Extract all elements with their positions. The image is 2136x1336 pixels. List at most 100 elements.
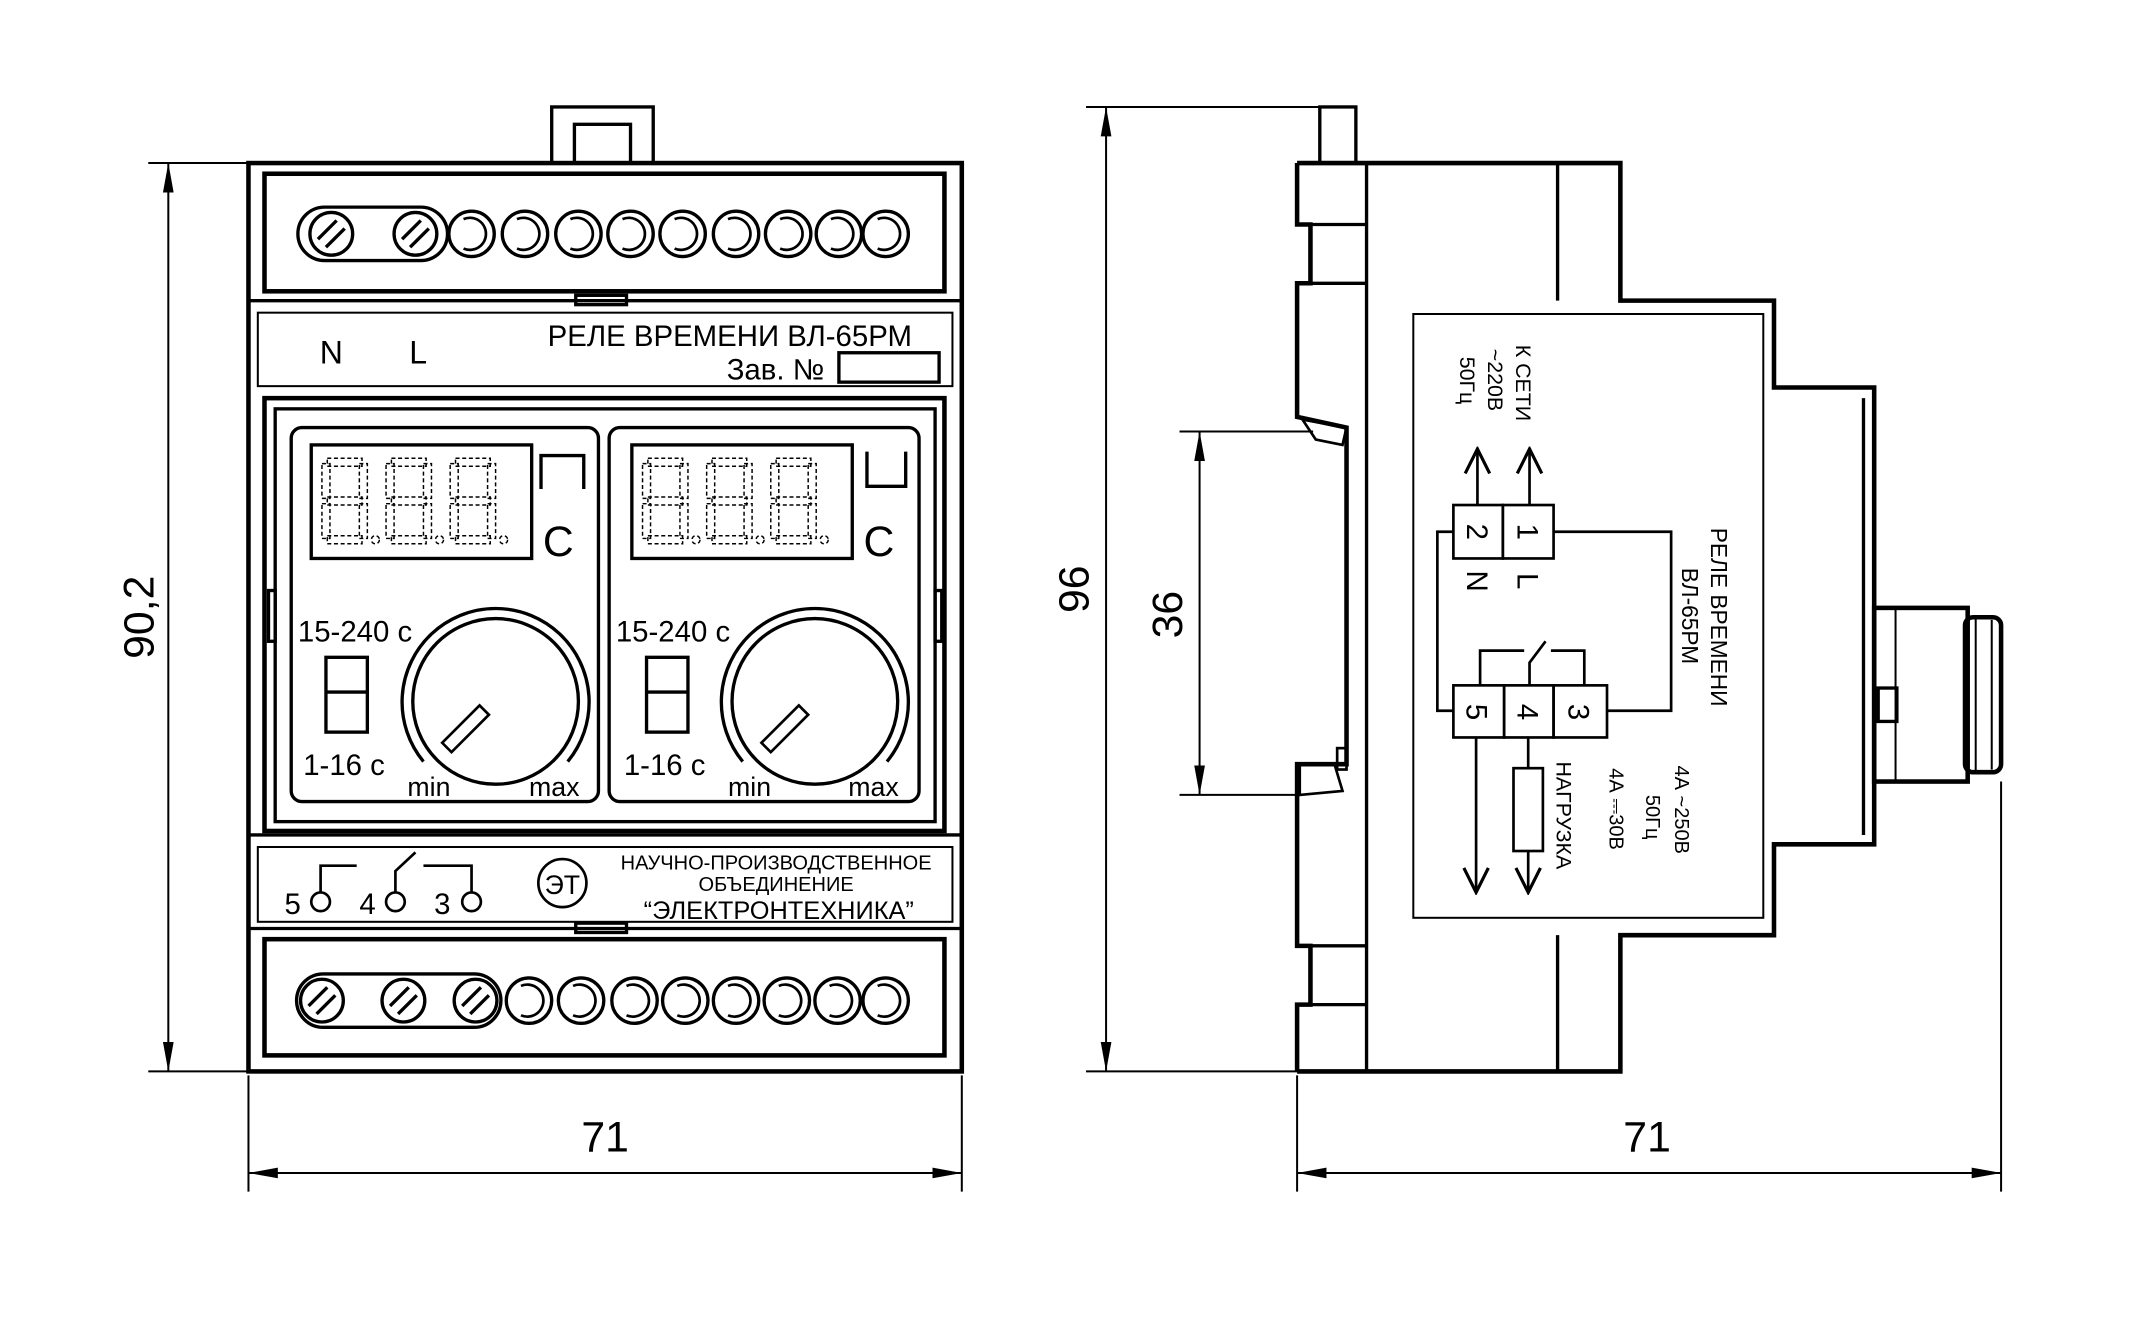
screw-head [392, 210, 439, 257]
display-segment [390, 496, 427, 506]
terminal-opening [447, 209, 496, 259]
terminal-screw [392, 210, 439, 257]
output-terminal-3-label: 3 [1561, 704, 1594, 720]
terminal-ring [861, 976, 911, 1026]
display-segment [770, 502, 780, 540]
terminal-clamp [621, 216, 647, 252]
load-label: НАГРУЗКА [1551, 762, 1575, 870]
display-segment [711, 457, 748, 468]
channel-1-digits [321, 457, 509, 545]
terminal-opening [504, 976, 554, 1026]
terminal-clamp [674, 216, 699, 252]
terminal-clamp [779, 216, 804, 252]
channel-2-range-low: 1-16 с [624, 749, 706, 782]
display-segment [486, 502, 497, 540]
decimal-point [819, 535, 829, 545]
side-width-dimension-value: 71 [1623, 1114, 1671, 1162]
channel-2-max: max [848, 772, 899, 802]
contact-symbol: 5 4 3 [285, 851, 483, 921]
side-title-line-2: ВЛ-65РМ [1677, 568, 1703, 664]
terminal-clamp [625, 983, 651, 1018]
rail-latch-top [1299, 417, 1349, 447]
display-segment [422, 502, 433, 540]
display-segment [711, 535, 748, 545]
display-segment [705, 462, 716, 500]
contact-4-terminal [384, 891, 407, 913]
side-housing-outline [1297, 160, 1877, 1074]
display-segment [449, 502, 459, 540]
side-knob [1871, 605, 2004, 784]
channel-1-range-low: 1-16 с [303, 749, 385, 782]
terminal-opening [606, 209, 655, 259]
display-segment [775, 457, 812, 468]
terminal-opening [500, 209, 550, 259]
supply-label: К СЕТИ [1511, 345, 1535, 421]
channel-2-frame [607, 425, 921, 804]
rating-frequency: 50Гц [1641, 795, 1663, 840]
side-title-line-1: РЕЛЕ ВРЕМЕНИ [1706, 528, 1732, 707]
din-clip-inner [572, 122, 633, 165]
display-segment [390, 535, 427, 545]
channel-1-panel: С 15-240 с 1-16 с min max [289, 425, 601, 804]
terminal-ring [861, 209, 911, 259]
side-view: К СЕТИ ~220В 50Гц 2 1 N L РЕЛЕ ВРЕМЕНИ В… [1294, 105, 2004, 1074]
front-panel [262, 395, 947, 834]
relay-contact-blade [1528, 640, 1547, 686]
pulse-on-icon [539, 453, 586, 489]
terminal-opening [658, 209, 707, 259]
side-din-clip [1318, 105, 1358, 165]
contact-3-terminal [460, 891, 483, 913]
terminal-screw [380, 977, 427, 1024]
channel-2-unit: С [864, 518, 895, 566]
terminal-opening [711, 976, 761, 1026]
wire-l [1553, 530, 1673, 713]
channel-1-frame [289, 425, 601, 804]
display-segment [449, 462, 459, 500]
screw-slot [469, 994, 491, 1016]
terminal-clamp [877, 983, 902, 1018]
rail-dimension-value: 36 [1144, 591, 1192, 639]
contact-4-blade [394, 851, 417, 893]
terminal-ring [763, 209, 813, 259]
channel-1-range-switch [324, 655, 370, 734]
width-dimension-value: 71 [581, 1114, 629, 1162]
display-segment [390, 457, 427, 468]
screw-slot [316, 219, 338, 241]
terminal-ring [660, 976, 710, 1026]
display-digit [385, 457, 445, 545]
display-segment [679, 462, 689, 500]
channel-2-digits [641, 457, 829, 545]
housing-outline [246, 160, 965, 1074]
terminal-clamp [520, 983, 545, 1018]
terminal-ring [711, 976, 761, 1026]
display-segment [647, 496, 684, 506]
label-l: L [409, 334, 427, 370]
screw-head [452, 977, 499, 1024]
display-segment [358, 462, 369, 500]
terminal-opening [813, 976, 862, 1026]
terminal-opening [861, 976, 911, 1026]
terminal-clamp [877, 216, 902, 252]
terminal-opening [711, 209, 761, 259]
display-digit [705, 457, 765, 545]
terminal-clamp [778, 983, 803, 1018]
terminal-ring [554, 209, 603, 259]
channel-2-range-high: 15-240 с [616, 615, 730, 648]
display-segment [775, 535, 812, 545]
terminal-clamp [676, 983, 702, 1018]
side-height-dimension-value: 96 [1051, 565, 1099, 613]
rail-latch-bottom [1298, 762, 1345, 797]
display-segment [326, 457, 363, 468]
top-latch-tab [574, 293, 629, 307]
display-segment [647, 457, 684, 468]
knob-pointer [1876, 686, 1899, 724]
din-base-profile [1294, 163, 1349, 1072]
screw-slot [307, 986, 329, 1008]
org-line-1: НАУЧНО-ПРОИЗВОДСТВЕННОЕ [621, 853, 932, 875]
terminal-clamp [463, 216, 488, 252]
relay-contact-no [1550, 649, 1586, 686]
channel-2-dial [730, 616, 900, 786]
display-segment [454, 457, 491, 468]
height-dimension-value: 90,2 [116, 576, 164, 659]
decimal-point [434, 535, 445, 545]
